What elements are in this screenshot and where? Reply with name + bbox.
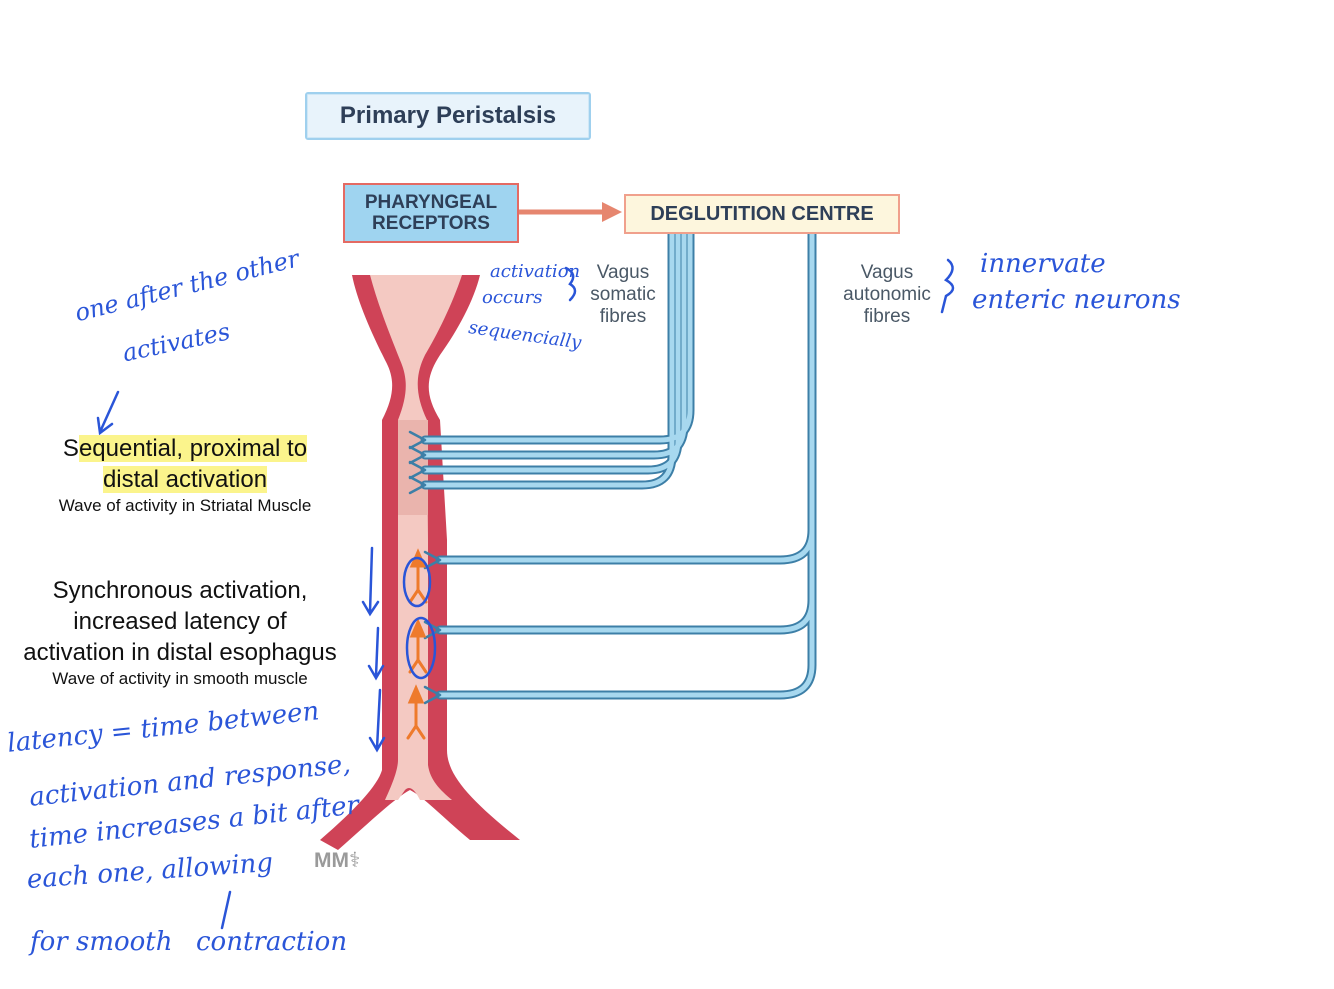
- smooth-heading-line-3: activation in distal esophagus: [23, 639, 337, 666]
- smooth-subtitle: Wave of activity in smooth muscle: [52, 669, 308, 688]
- striated-heading-line-2: distal activation: [30, 464, 340, 495]
- striated-heading-first-letter: S: [62, 435, 79, 462]
- striated-heading-line-1: Sequential, proximal to: [30, 433, 340, 464]
- pharyngeal-line-2: RECEPTORS: [372, 213, 490, 234]
- autonomic-line-2: autonomic: [843, 284, 931, 305]
- striated-label: Sequential, proximal to distal activatio…: [30, 433, 340, 517]
- deglutition-centre-box: DEGLUTITION CENTRE: [624, 194, 900, 234]
- smooth-label: Synchronous activation, increased latenc…: [5, 575, 355, 690]
- note-enteric: enteric neurons: [972, 285, 1181, 315]
- ink-marks: [96, 258, 955, 930]
- arrow-head: [602, 202, 622, 222]
- somatic-line-3: fibres: [599, 306, 647, 327]
- vagus-somatic-label: Vagus somatic fibres: [580, 262, 666, 328]
- note-activation-2: occurs: [482, 287, 543, 308]
- autonomic-line-1: Vagus: [860, 262, 914, 283]
- note-latency-6: contraction: [196, 927, 348, 957]
- enteric-neurons: [406, 548, 428, 740]
- autonomic-fibres: [423, 227, 817, 705]
- esophagus-lumen: [370, 275, 462, 800]
- pharyngeal-receptors-box: PHARYNGEAL RECEPTORS: [343, 183, 519, 243]
- striated-subtitle: Wave of activity in Striatal Muscle: [58, 496, 312, 515]
- somatic-line-1: Vagus: [596, 262, 650, 283]
- pharyngeal-line-1: PHARYNGEAL: [364, 192, 498, 213]
- somatic-fibres: [408, 227, 695, 495]
- vagus-autonomic-label: Vagus autonomic fibres: [834, 262, 940, 328]
- autonomic-line-3: fibres: [863, 306, 911, 327]
- smooth-heading-line-2: increased latency of: [73, 608, 287, 635]
- note-innervate: innervate: [980, 249, 1106, 279]
- note-activation-1: activation: [490, 261, 581, 282]
- somatic-line-2: somatic: [590, 284, 656, 305]
- diagram-title: Primary Peristalsis: [305, 92, 591, 140]
- striated-heading-highlight-2: distal activation: [102, 466, 268, 493]
- mm-logo: MM⚕: [314, 849, 361, 872]
- note-latency-5: for smooth: [30, 927, 173, 957]
- smooth-heading-line-1: Synchronous activation,: [52, 577, 308, 604]
- striated-heading-highlight: equential, proximal to: [78, 435, 308, 462]
